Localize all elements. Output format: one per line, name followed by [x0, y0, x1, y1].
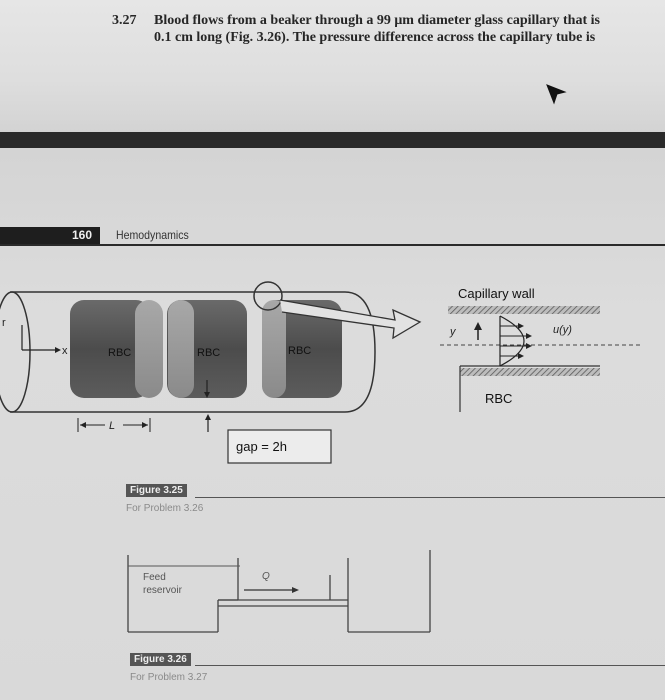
- length-label: L: [109, 420, 115, 432]
- rbc-label-1: RBC: [108, 347, 131, 359]
- chapter-title: Hemodynamics: [116, 228, 189, 242]
- feed-label-2: reservoir: [143, 585, 183, 596]
- problem-number: 3.27: [112, 13, 137, 28]
- coordinate-axes: r x: [2, 317, 68, 357]
- page-divider-band: [0, 132, 665, 148]
- mouse-cursor-icon: [546, 84, 567, 105]
- capillary-wall-label: Capillary wall: [458, 286, 535, 301]
- figure-3-26-label: Figure 3.26: [130, 653, 191, 666]
- figure-3-25-label: Figure 3.25: [126, 484, 187, 497]
- capillary-tube-2: [218, 599, 348, 607]
- gap-arrows: [204, 380, 211, 432]
- flow-label: Q: [262, 571, 270, 582]
- length-marker: L: [77, 418, 151, 432]
- page-number: 160: [0, 227, 100, 244]
- rbc-label-2: RBC: [197, 347, 220, 359]
- feed-label-1: Feed: [143, 572, 166, 583]
- figure-3-25-diagram: RBC RBC RBC r x L gap = 2h Capillary wal…: [0, 281, 640, 464]
- gap-label: gap = 2h: [236, 439, 287, 454]
- problem-line-2: 0.1 cm long (Fig. 3.26). The pressure di…: [154, 30, 596, 45]
- collection-reservoir: [329, 550, 431, 633]
- header-rule: [0, 244, 665, 246]
- rbc-cell-3: [262, 300, 342, 398]
- x-axis-label: x: [62, 345, 68, 357]
- upper-page: [0, 0, 665, 132]
- figure-3-25-rule: [195, 497, 665, 498]
- gap-label-box: [227, 429, 332, 464]
- velocity-profile: [499, 315, 532, 367]
- capillary-tube: [0, 291, 376, 413]
- capillary-wall-hatch: [448, 306, 600, 314]
- rbc-label-3: RBC: [288, 345, 311, 357]
- problem-line-1: Blood flows from a beaker through a 99 μ…: [154, 13, 600, 28]
- velocity-label: u(y): [553, 324, 572, 336]
- figure-3-26-caption: For Problem 3.27: [130, 672, 208, 683]
- chapter-header: 160 Hemodynamics: [0, 227, 665, 246]
- figure-3-26-rule: [195, 665, 665, 666]
- rbc-cell-2: [167, 300, 247, 398]
- y-axis-label: y: [449, 326, 457, 338]
- rbc-surface-hatch: [460, 368, 600, 376]
- lower-page: [0, 148, 665, 700]
- flow-arrow-icon: [279, 299, 422, 340]
- figure-3-25-caption: For Problem 3.26: [126, 503, 204, 514]
- rbc-detail-label: RBC: [485, 391, 512, 406]
- rbc-cell-1: [70, 300, 163, 398]
- figure-3-26-diagram: Feed reservoir Q: [127, 550, 431, 633]
- r-axis-label: r: [2, 317, 6, 329]
- magnify-circle: [253, 281, 283, 311]
- problem-text: 3.27 Blood flows from a beaker through a…: [112, 12, 652, 46]
